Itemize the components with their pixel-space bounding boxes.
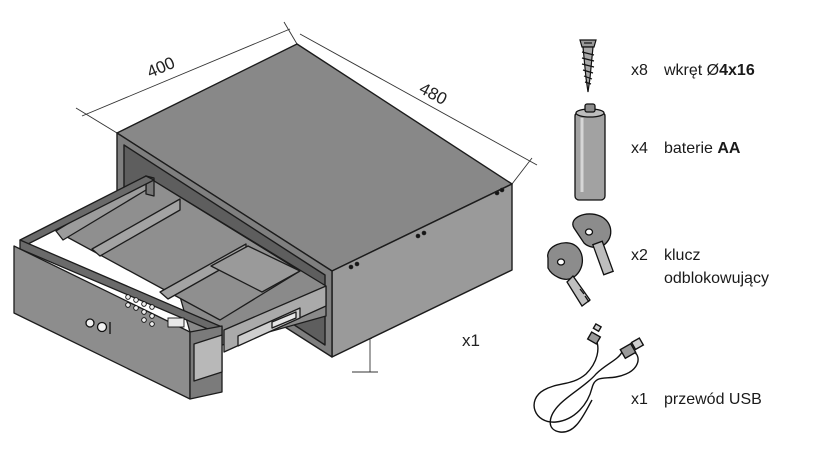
usb-label: przewód USB bbox=[664, 391, 762, 408]
keyhole-icon bbox=[85, 318, 111, 334]
safe-quantity-label: x1 bbox=[462, 331, 480, 350]
battery-quantity: x4 bbox=[631, 140, 648, 157]
keys-label-line1: klucz bbox=[664, 247, 701, 264]
keys-icon bbox=[547, 213, 615, 307]
keypad bbox=[125, 294, 185, 328]
screw-size: 4x16 bbox=[719, 62, 755, 79]
battery-label-text: baterie bbox=[664, 140, 718, 157]
battery-type: AA bbox=[717, 140, 741, 157]
usb-cable-icon bbox=[533, 322, 645, 433]
screw-label-text: wkręt Ø bbox=[664, 62, 720, 79]
screw-quantity: x8 bbox=[631, 62, 648, 79]
battery-label: baterie AA bbox=[664, 139, 740, 159]
keys-label-line2: odblokowujący bbox=[664, 270, 769, 287]
usb-quantity: x1 bbox=[631, 391, 648, 408]
screw-icon bbox=[579, 39, 597, 93]
screw-label: wkręt Ø4x16 bbox=[664, 61, 755, 81]
drawer bbox=[13, 175, 327, 400]
battery-icon bbox=[574, 103, 606, 201]
keys-quantity: x2 bbox=[631, 247, 648, 264]
depth-dimension-label: 480 bbox=[416, 79, 450, 109]
width-dimension-label: 400 bbox=[144, 53, 178, 82]
